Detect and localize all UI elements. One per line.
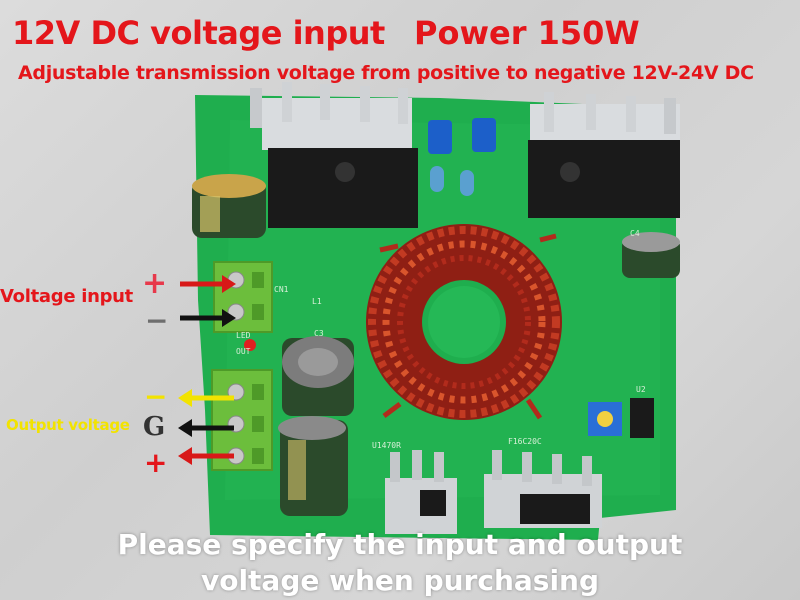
silk-l1: L1 <box>312 297 322 306</box>
heatsink-bottom-left <box>385 450 457 534</box>
resistor-2 <box>460 170 474 196</box>
sign-input-minus: − <box>145 304 169 337</box>
mosfet-left <box>268 148 418 228</box>
arrow-input-minus <box>180 309 236 327</box>
sign-output-plus: + <box>144 446 168 479</box>
silk-ic-right: F16C20C <box>508 437 542 446</box>
resistor-1 <box>430 166 444 192</box>
sign-input-plus: + <box>142 266 168 301</box>
silk-u2: U2 <box>636 385 646 394</box>
subtitle: Adjustable transmission voltage from pos… <box>18 62 754 84</box>
silk-c4: C4 <box>630 229 640 238</box>
silk-cn1: CN1 <box>274 285 289 294</box>
heatsink-left <box>250 82 412 150</box>
capacitor-c3 <box>282 336 354 416</box>
headline-power: Power 150W <box>414 14 640 52</box>
silk-ic-left: U1470R <box>372 441 401 450</box>
led-indicator <box>244 339 256 351</box>
terminal-output <box>211 369 273 471</box>
ic-u2 <box>630 398 654 438</box>
capacitor-top-left <box>192 174 266 238</box>
capacitor-bottom <box>278 416 348 516</box>
mosfet-right <box>528 140 680 218</box>
sign-output-ground: G <box>143 412 166 442</box>
heatsink-bottom-right <box>484 450 602 528</box>
silk-c3: C3 <box>314 329 324 338</box>
footer-line-1: Please specify the input and output <box>117 528 683 561</box>
silk-out: OUT <box>236 347 251 356</box>
label-output-voltage: Output voltage <box>6 416 130 434</box>
blue-cap-1 <box>428 120 452 154</box>
arrow-input-plus <box>180 275 236 293</box>
arrow-output-plus <box>178 447 234 465</box>
arrow-output-minus <box>178 389 234 407</box>
blue-cap-2 <box>472 118 496 152</box>
toroid-inductor <box>366 224 562 420</box>
heatsink-right <box>530 92 680 148</box>
arrow-output-ground <box>178 419 234 437</box>
footer-line-2: voltage when purchasing <box>200 564 600 597</box>
sign-output-minus: − <box>144 380 168 413</box>
label-voltage-input: Voltage input <box>0 286 133 307</box>
silk-led: LED <box>236 331 251 340</box>
capacitor-c4 <box>622 232 680 278</box>
headline-input: 12V DC voltage input <box>12 14 385 52</box>
